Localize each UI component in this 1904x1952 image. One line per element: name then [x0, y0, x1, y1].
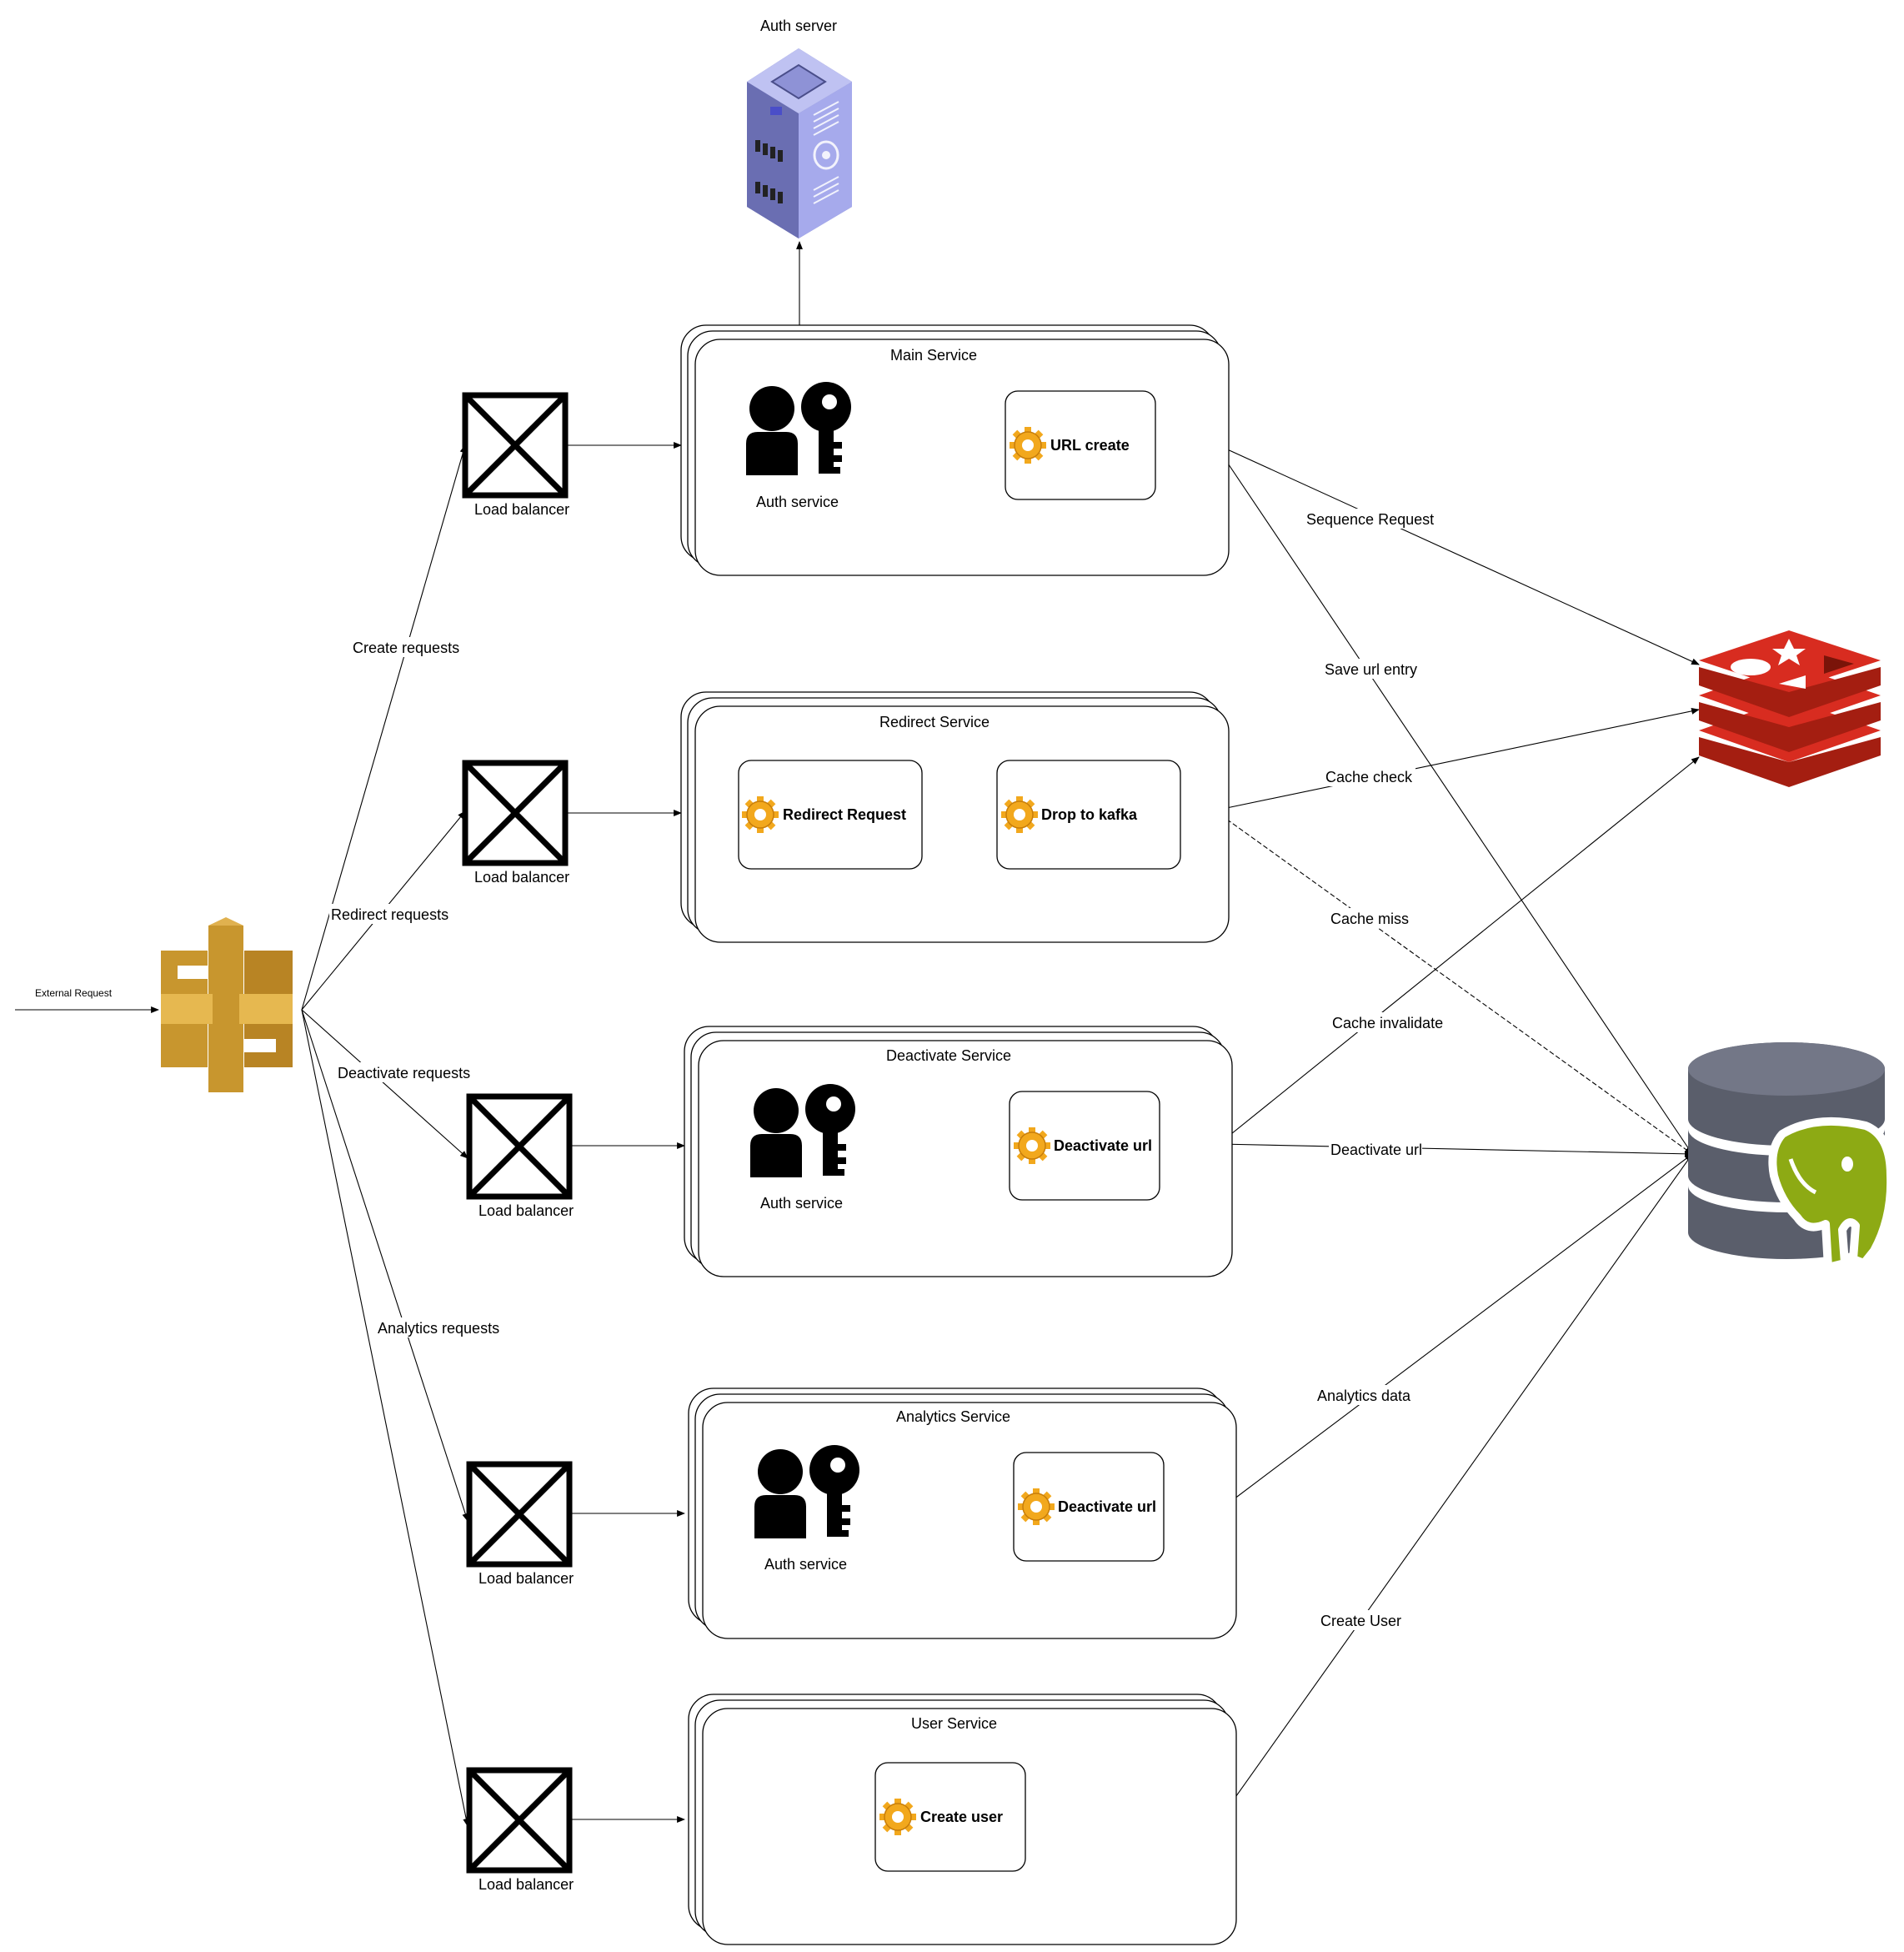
sequence-request-label: Sequence Request	[1306, 511, 1434, 528]
analytics-data-label: Analytics data	[1317, 1387, 1411, 1404]
auth-server: Auth server	[747, 18, 852, 238]
edge-sequence-request	[1214, 443, 1700, 665]
edge-create-requests	[301, 444, 467, 1011]
create-user-label: Create User	[1320, 1613, 1401, 1629]
gear-icon	[1013, 1127, 1051, 1165]
cache-invalidate-label: Cache invalidate	[1332, 1015, 1443, 1031]
drop-to-kafka-label: Drop to kafka	[1041, 806, 1138, 823]
create-user-label: Create user	[920, 1809, 1003, 1825]
auth-service-label: Auth service	[764, 1556, 847, 1573]
load-balancer-1: Load balancer	[465, 395, 569, 518]
redirect-service-title: Redirect Service	[879, 714, 990, 730]
user-service: User Service Create user	[688, 1694, 1237, 1945]
edge-labels: External Request Create requests Redirec…	[35, 509, 1446, 1630]
edge-analytics-data	[1223, 1153, 1693, 1508]
crossed-box-icon	[469, 1464, 569, 1564]
crossed-box-icon	[465, 395, 565, 495]
load-balancer-4: Load balancer	[469, 1464, 574, 1587]
gear-icon	[1000, 795, 1039, 834]
cache-miss-label: Cache miss	[1330, 911, 1409, 927]
edge-analytics-requests	[301, 1009, 469, 1522]
load-balancer-5: Load balancer	[469, 1770, 574, 1893]
deactivate-service: Deactivate Service Auth service Deactiva…	[684, 1026, 1233, 1277]
deactivate-requests-label: Deactivate requests	[338, 1065, 470, 1081]
deactivate-service-title: Deactivate Service	[886, 1047, 1011, 1064]
redirect-request-component: Redirect Request	[738, 760, 923, 870]
analytics-service-title: Analytics Service	[896, 1408, 1010, 1425]
analytics-service: Analytics Service Auth service Deactivat…	[688, 1387, 1237, 1639]
edge-deactivate-requests	[301, 1009, 468, 1159]
create-user-component: Create user	[874, 1762, 1026, 1872]
user-service-title: User Service	[911, 1715, 997, 1732]
edge-create-user	[1223, 1153, 1693, 1814]
crossed-box-icon	[469, 1770, 569, 1870]
gear-icon	[1009, 426, 1047, 464]
create-requests-label: Create requests	[353, 640, 459, 656]
load-balancer-label: Load balancer	[479, 1202, 574, 1219]
load-balancer-3: Load balancer	[469, 1096, 574, 1219]
url-create-component: URL create	[1005, 390, 1156, 500]
deactivate-url-component: Deactivate url	[1009, 1091, 1160, 1201]
postgresql-icon	[1688, 1042, 1896, 1272]
load-balancer-label: Load balancer	[474, 501, 569, 518]
crossed-box-icon	[469, 1096, 569, 1197]
drop-to-kafka-component: Drop to kafka	[996, 760, 1181, 870]
gear-icon	[741, 795, 779, 834]
redirect-requests-label: Redirect requests	[331, 906, 448, 923]
url-create-label: URL create	[1050, 437, 1130, 454]
redis-icon	[1699, 630, 1881, 787]
load-balancer-label: Load balancer	[474, 869, 569, 886]
edge-cache-check	[1214, 707, 1700, 811]
main-service: Main Service Auth service URL create	[680, 324, 1230, 576]
analytics-component: Deactivate url	[1013, 1452, 1165, 1562]
deactivate-url-label: Deactivate url	[1054, 1137, 1152, 1154]
edge-cache-invalidate	[1218, 756, 1700, 1145]
edge-deactivate-url	[1218, 1143, 1693, 1157]
server-rack-icon	[747, 48, 852, 238]
save-url-entry-label: Save url entry	[1325, 661, 1417, 678]
external-request-label: External Request	[35, 987, 113, 999]
edge-user-requests	[301, 1009, 470, 1827]
auth-server-label: Auth server	[760, 18, 837, 34]
gear-icon	[879, 1798, 917, 1836]
load-balancer-label: Load balancer	[479, 1570, 574, 1587]
edge-save-url-entry	[1214, 443, 1693, 1155]
redirect-request-label: Redirect Request	[783, 806, 906, 823]
analytics-component-label: Deactivate url	[1058, 1498, 1156, 1515]
auth-service-label: Auth service	[760, 1195, 843, 1212]
analytics-requests-label: Analytics requests	[378, 1320, 499, 1337]
edge-cache-miss	[1214, 810, 1693, 1155]
auth-service-label: Auth service	[756, 494, 839, 510]
crossed-box-icon	[465, 763, 565, 863]
gear-icon	[1017, 1488, 1055, 1526]
redirect-service: Redirect Service Redirect Request Drop t…	[680, 691, 1230, 943]
main-service-title: Main Service	[890, 347, 977, 364]
api-gateway-icon	[161, 917, 293, 1092]
deactivate-url-label: Deactivate url	[1330, 1142, 1422, 1158]
load-balancer-label: Load balancer	[479, 1876, 574, 1893]
load-balancer-2: Load balancer	[465, 763, 569, 886]
cache-check-label: Cache check	[1325, 769, 1413, 785]
